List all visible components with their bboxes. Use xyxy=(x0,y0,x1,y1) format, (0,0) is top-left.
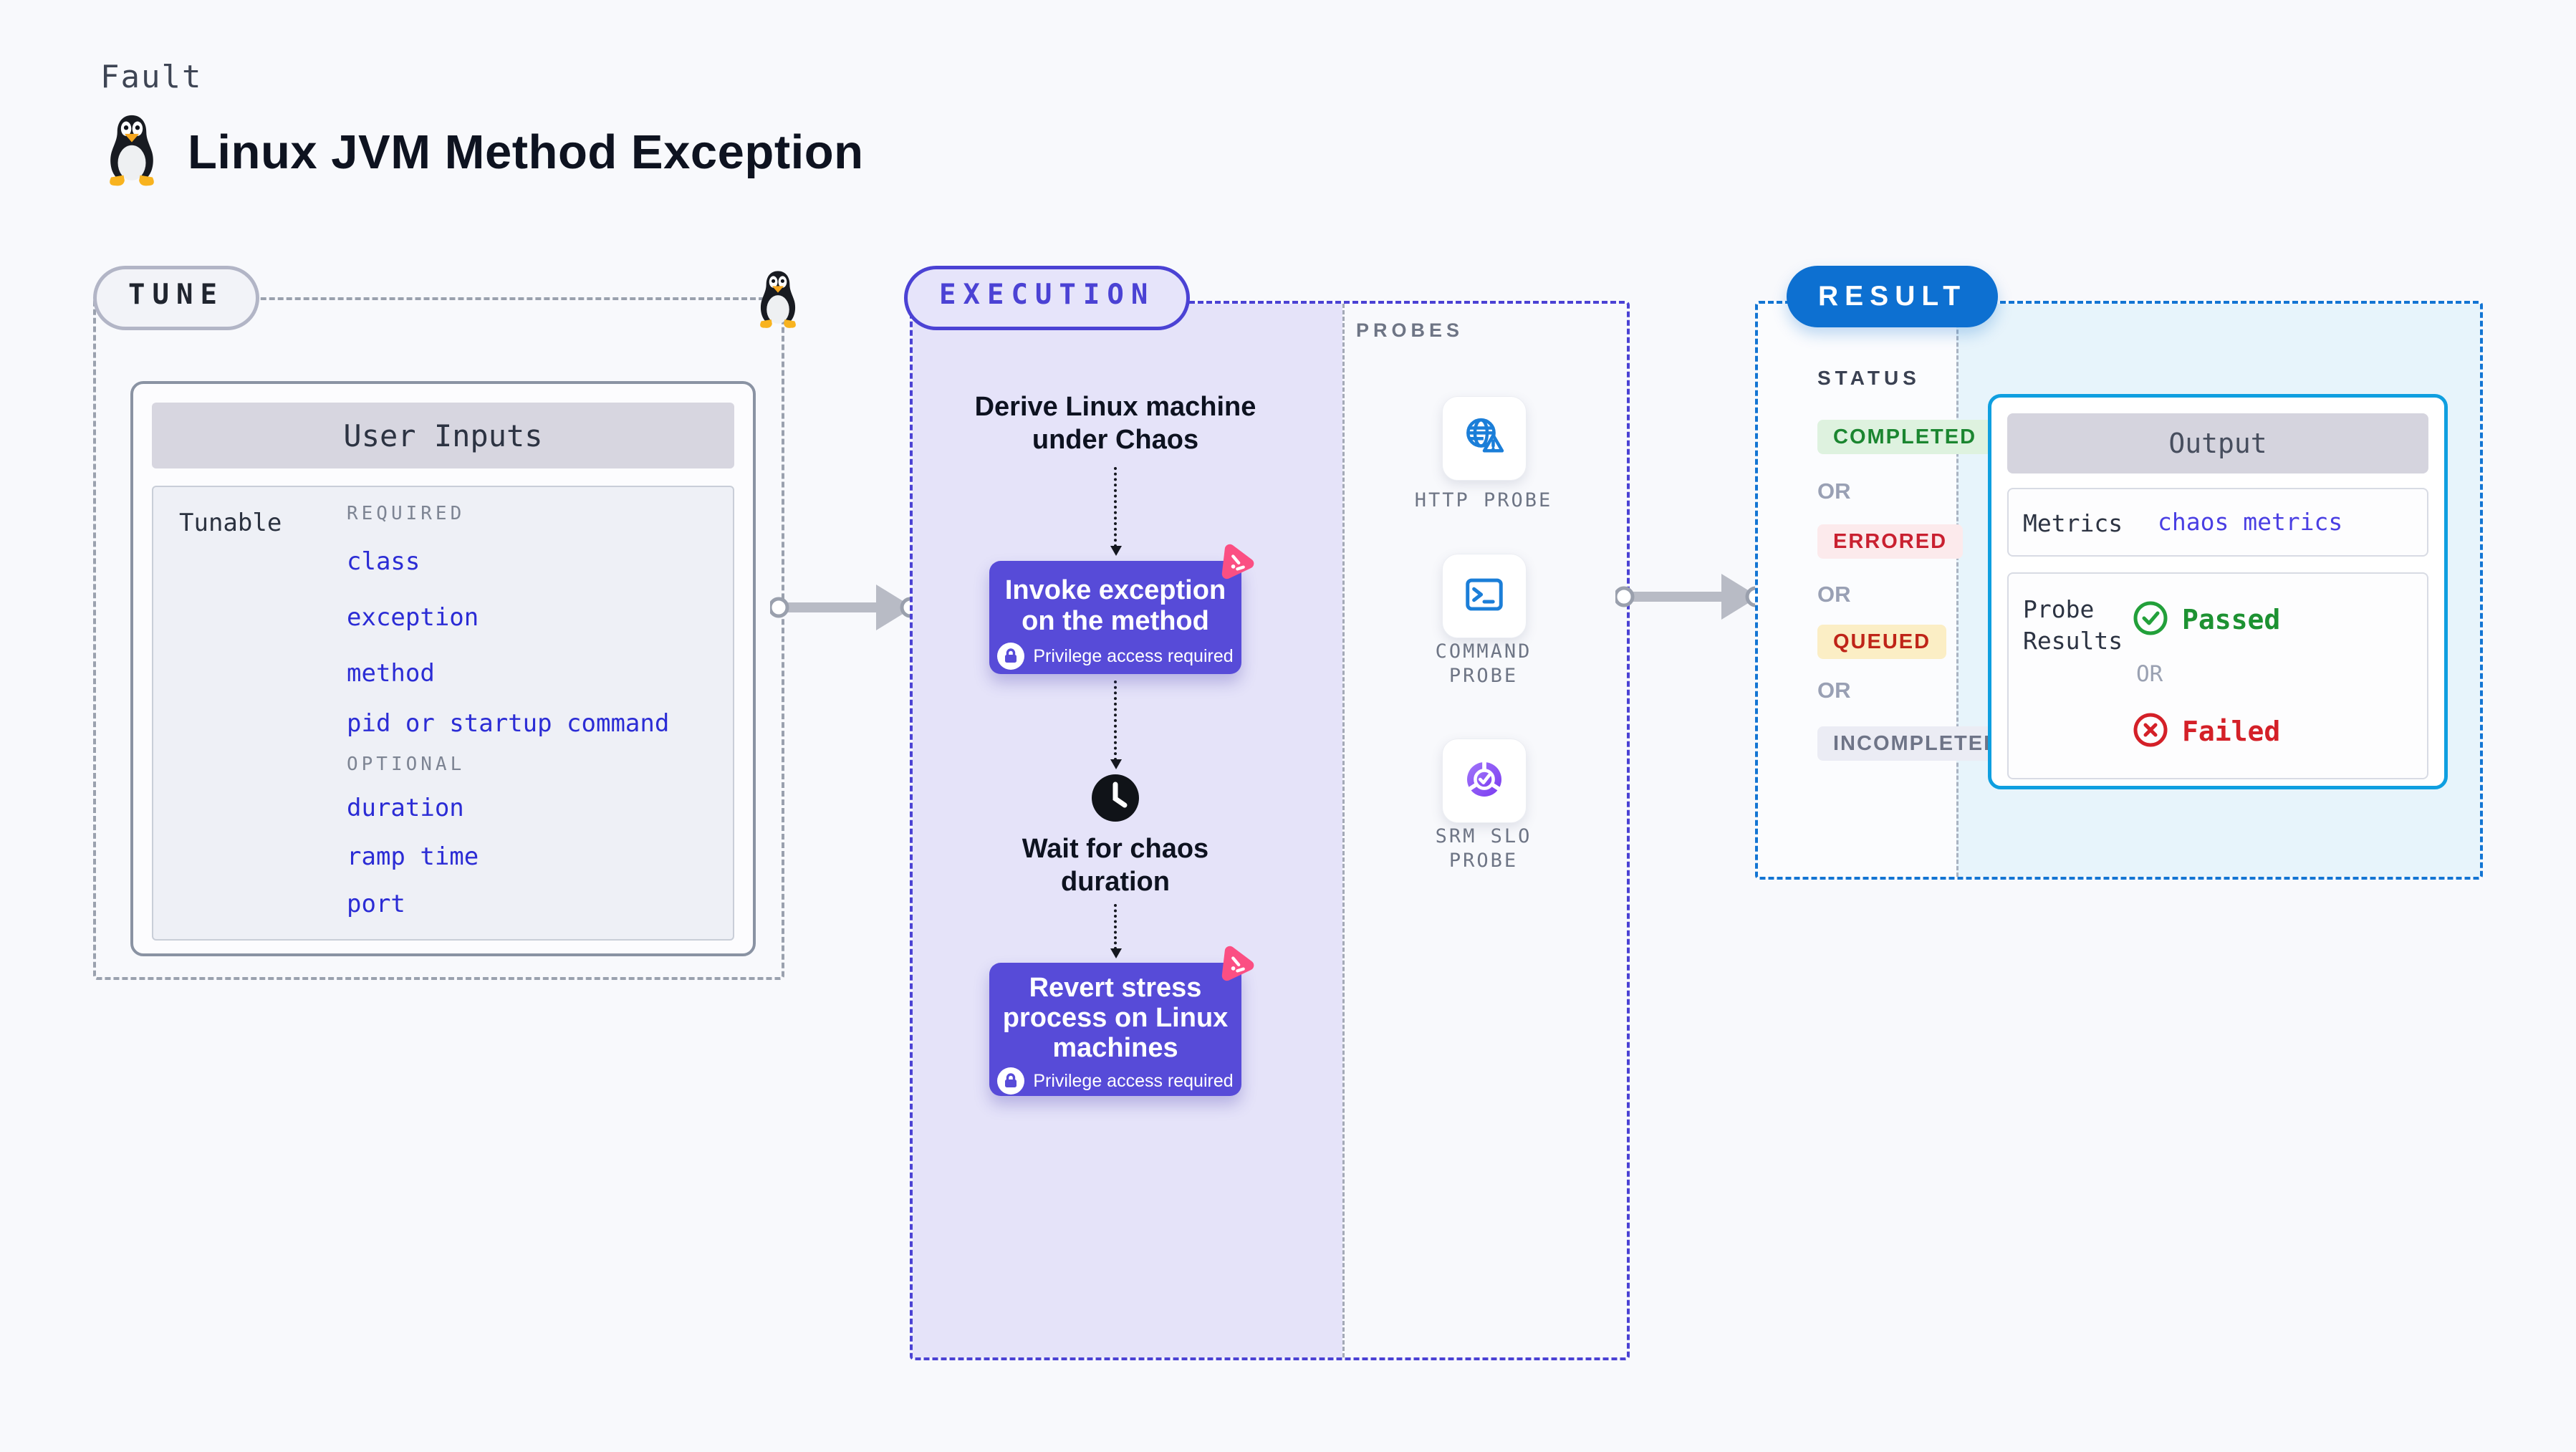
revert-stress-node: Revert stress process on Linux machines … xyxy=(989,963,1241,1096)
user-inputs-body: Tunable REQUIRED class exception method … xyxy=(152,486,734,941)
input-port[interactable]: port xyxy=(347,890,405,918)
revert-node-label: Revert stress process on Linux machines xyxy=(1002,973,1229,1063)
x-circle-icon xyxy=(2132,711,2169,751)
probes-divider xyxy=(1342,304,1345,1357)
globe-alert-icon xyxy=(1460,414,1509,463)
arrow-execution-to-result-icon xyxy=(1613,562,1767,635)
required-label: REQUIRED xyxy=(347,503,466,524)
probes-label: PROBES xyxy=(1356,319,1464,341)
user-inputs-title: User Inputs xyxy=(152,403,734,468)
probe-results-label: Probe Results xyxy=(2023,595,2123,655)
flow-connector-1 xyxy=(1110,467,1122,556)
input-exception[interactable]: exception xyxy=(347,603,479,632)
srm-slo-probe-card xyxy=(1442,739,1527,823)
lock-icon xyxy=(997,1067,1025,1095)
chaos-metrics-link[interactable]: chaos metrics xyxy=(2158,508,2343,536)
status-badge-queued: QUEUED xyxy=(1817,625,1947,659)
linux-penguin-corner-icon xyxy=(753,269,803,333)
status-label: STATUS xyxy=(1817,367,1921,389)
status-badge-incompleted: INCOMPLETED xyxy=(1817,726,2017,761)
http-probe-card xyxy=(1442,396,1527,481)
lock-icon xyxy=(997,643,1025,670)
output-card: Output Metrics chaos metrics Probe Resul… xyxy=(1988,394,2448,789)
page-title: Linux JVM Method Exception xyxy=(188,125,864,179)
or-label: OR xyxy=(2136,661,2163,687)
or-label: OR xyxy=(1817,678,1851,703)
privilege-note: Privilege access required xyxy=(1033,645,1234,666)
fault-kicker: Fault xyxy=(100,59,203,95)
clock-icon xyxy=(1090,772,1141,827)
or-label: OR xyxy=(1817,582,1851,607)
linux-penguin-icon xyxy=(100,113,163,191)
execution-badge: EXECUTION xyxy=(904,266,1191,330)
input-method[interactable]: method xyxy=(347,659,435,688)
metrics-row: Metrics chaos metrics xyxy=(2007,488,2428,557)
invoke-node-label: Invoke exception on the method xyxy=(1004,575,1226,636)
privilege-note: Privilege access required xyxy=(1033,1070,1234,1091)
failed-verdict: Failed xyxy=(2132,711,2280,751)
metrics-label: Metrics xyxy=(2023,509,2123,537)
chaos-icon xyxy=(1216,944,1256,984)
passed-label: Passed xyxy=(2182,604,2281,635)
tunable-label: Tunable xyxy=(179,509,282,537)
srm-slo-probe-label: SRM SLO PROBE xyxy=(1435,825,1532,872)
flow-connector-2 xyxy=(1110,681,1122,769)
execution-section xyxy=(910,301,1630,1360)
user-inputs-card: User Inputs Tunable REQUIRED class excep… xyxy=(130,381,756,956)
probe-results-row: Probe Results Passed OR Failed xyxy=(2007,572,2428,779)
check-circle-icon xyxy=(2132,600,2169,640)
derive-step-label: Derive Linux machine under Chaos xyxy=(974,392,1256,455)
tune-section xyxy=(93,297,784,980)
optional-label: OPTIONAL xyxy=(347,754,466,775)
http-probe-label: HTTP PROBE xyxy=(1414,489,1553,511)
failed-label: Failed xyxy=(2182,716,2281,747)
input-pid-or-startup-command[interactable]: pid or startup command xyxy=(347,709,670,738)
or-label: OR xyxy=(1817,479,1851,504)
wait-step-label: Wait for chaos duration xyxy=(1022,834,1209,897)
passed-verdict: Passed xyxy=(2132,600,2280,640)
terminal-icon xyxy=(1462,574,1506,619)
input-ramp-time[interactable]: ramp time xyxy=(347,842,479,871)
chaos-icon xyxy=(1216,542,1256,582)
status-badge-completed: COMPLETED xyxy=(1817,420,1993,454)
slo-pie-icon xyxy=(1461,756,1507,806)
flow-connector-3 xyxy=(1110,904,1122,958)
output-title: Output xyxy=(2007,413,2428,473)
command-probe-label: COMMAND PROBE xyxy=(1435,640,1532,687)
status-badge-errored: ERRORED xyxy=(1817,524,1964,559)
execution-panel xyxy=(913,304,1342,1357)
page-header: Linux JVM Method Exception xyxy=(100,113,864,191)
invoke-exception-node: Invoke exception on the method Privilege… xyxy=(989,561,1241,674)
input-class[interactable]: class xyxy=(347,547,420,576)
command-probe-card xyxy=(1442,554,1527,638)
arrow-tune-to-execution-icon xyxy=(768,573,921,645)
input-duration[interactable]: duration xyxy=(347,794,464,822)
tune-badge: TUNE xyxy=(93,266,259,330)
result-badge: RESULT xyxy=(1787,266,1999,327)
